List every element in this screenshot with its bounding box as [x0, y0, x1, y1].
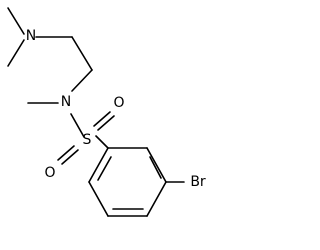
structure-canvas: N N S O O Br	[7, 7, 206, 217]
oxygen-top-label: O	[113, 95, 124, 111]
bond-me1-n1	[7, 7, 25, 35]
sulfur-label: S	[83, 132, 92, 148]
bromine-label: Br	[190, 174, 206, 190]
ring-bond-2	[146, 147, 167, 183]
molecule-structure: N N S O O Br	[7, 7, 206, 217]
nitrogen-amine-label: N	[26, 28, 36, 44]
bond-s-aryl	[95, 135, 109, 149]
ring-bond-5	[88, 181, 109, 217]
bond-s-o-bottom-b	[61, 149, 79, 165]
ring-double-3	[97, 156, 112, 181]
bond-n2-s	[70, 113, 85, 138]
ring-bond-3	[146, 181, 167, 217]
oxygen-bottom-label: O	[44, 165, 55, 181]
bond-me2-n1	[7, 39, 25, 67]
bond-s-o-top-a	[93, 111, 111, 127]
ring-double-1	[149, 156, 162, 179]
bond-s-o-bottom-a	[57, 145, 75, 161]
nitrogen-sulfonamide-label: N	[61, 94, 71, 110]
ring-bond-6	[88, 147, 109, 183]
bond-s-o-top-b	[97, 115, 115, 131]
bond-ch2-n2	[71, 69, 93, 92]
bond-ch2-ch2	[71, 36, 93, 71]
